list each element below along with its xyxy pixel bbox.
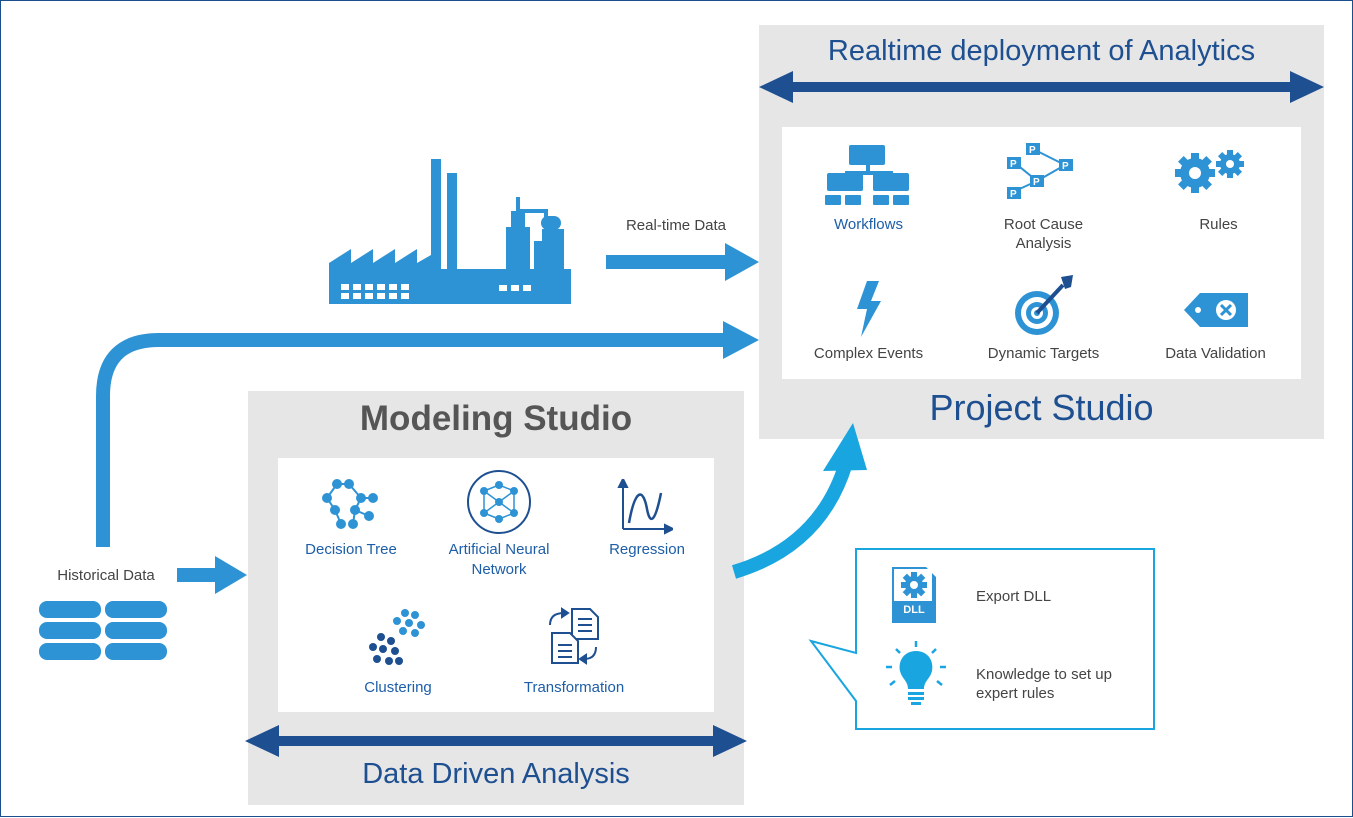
root-cause-label-line2: Analysis [1015,235,1072,252]
decision-tree-label: Decision Tree [305,541,397,558]
workflow-icon [825,145,909,205]
realtime-deployment-banner: Realtime deployment of Analytics [827,35,1256,67]
svg-text:P: P [1010,189,1017,200]
data-validation-label: Data Validation [1165,345,1266,362]
root-cause-icon: P P P P P [1007,143,1073,200]
data-driven-double-arrow [245,725,747,757]
realtime-data-label: Real-time Data [625,217,727,234]
lightbulb-icon [886,641,946,705]
export-curved-arrow [731,423,867,579]
regression-label: Regression [609,541,685,558]
transformation-icon [549,607,599,665]
rules-label: Rules [1199,216,1238,233]
neural-network-icon [467,470,531,534]
expert-rules-label-line2: expert rules [976,685,1055,702]
tag-x-icon [1184,293,1248,327]
clustering-icon [369,609,425,665]
database-icon [39,601,167,660]
target-icon [1015,275,1073,335]
modeling-studio-title: Modeling Studio [359,399,633,438]
dll-icon [892,567,936,623]
realtime-double-arrow [759,71,1324,103]
transformation-label: Transformation [523,679,625,696]
historical-data-label: Historical Data [57,567,155,584]
complex-events-label: Complex Events [813,345,924,362]
dynamic-targets-label: Dynamic Targets [987,345,1100,362]
historical-to-modeling-arrow [177,556,247,594]
lightning-icon [857,281,881,337]
factory-windows [341,284,531,299]
root-cause-label-line1: Root Cause [1003,216,1084,233]
clustering-label: Clustering [364,679,432,696]
svg-text:P: P [1029,145,1036,156]
historical-to-project-arrow [96,321,759,547]
data-driven-analysis-banner: Data Driven Analysis [362,758,630,790]
svg-text:P: P [1010,159,1017,170]
svg-text:P: P [1033,177,1040,188]
neural-network-label-line2: Network [471,561,527,578]
project-studio-title: Project Studio [929,387,1154,428]
export-dll-label: Export DLL [976,588,1052,605]
svg-text:P: P [1062,161,1069,172]
regression-icon [617,479,673,535]
factory-icon [329,159,571,304]
neural-network-label-line1: Artificial Neural [448,541,550,558]
gears-icon [1175,150,1244,193]
expert-rules-label-line1: Knowledge to set up [976,666,1112,683]
decision-tree-icon [322,479,378,529]
dll-badge-text: DLL [903,604,925,616]
workflows-label: Workflows [834,216,903,233]
realtime-data-arrow [606,243,759,281]
